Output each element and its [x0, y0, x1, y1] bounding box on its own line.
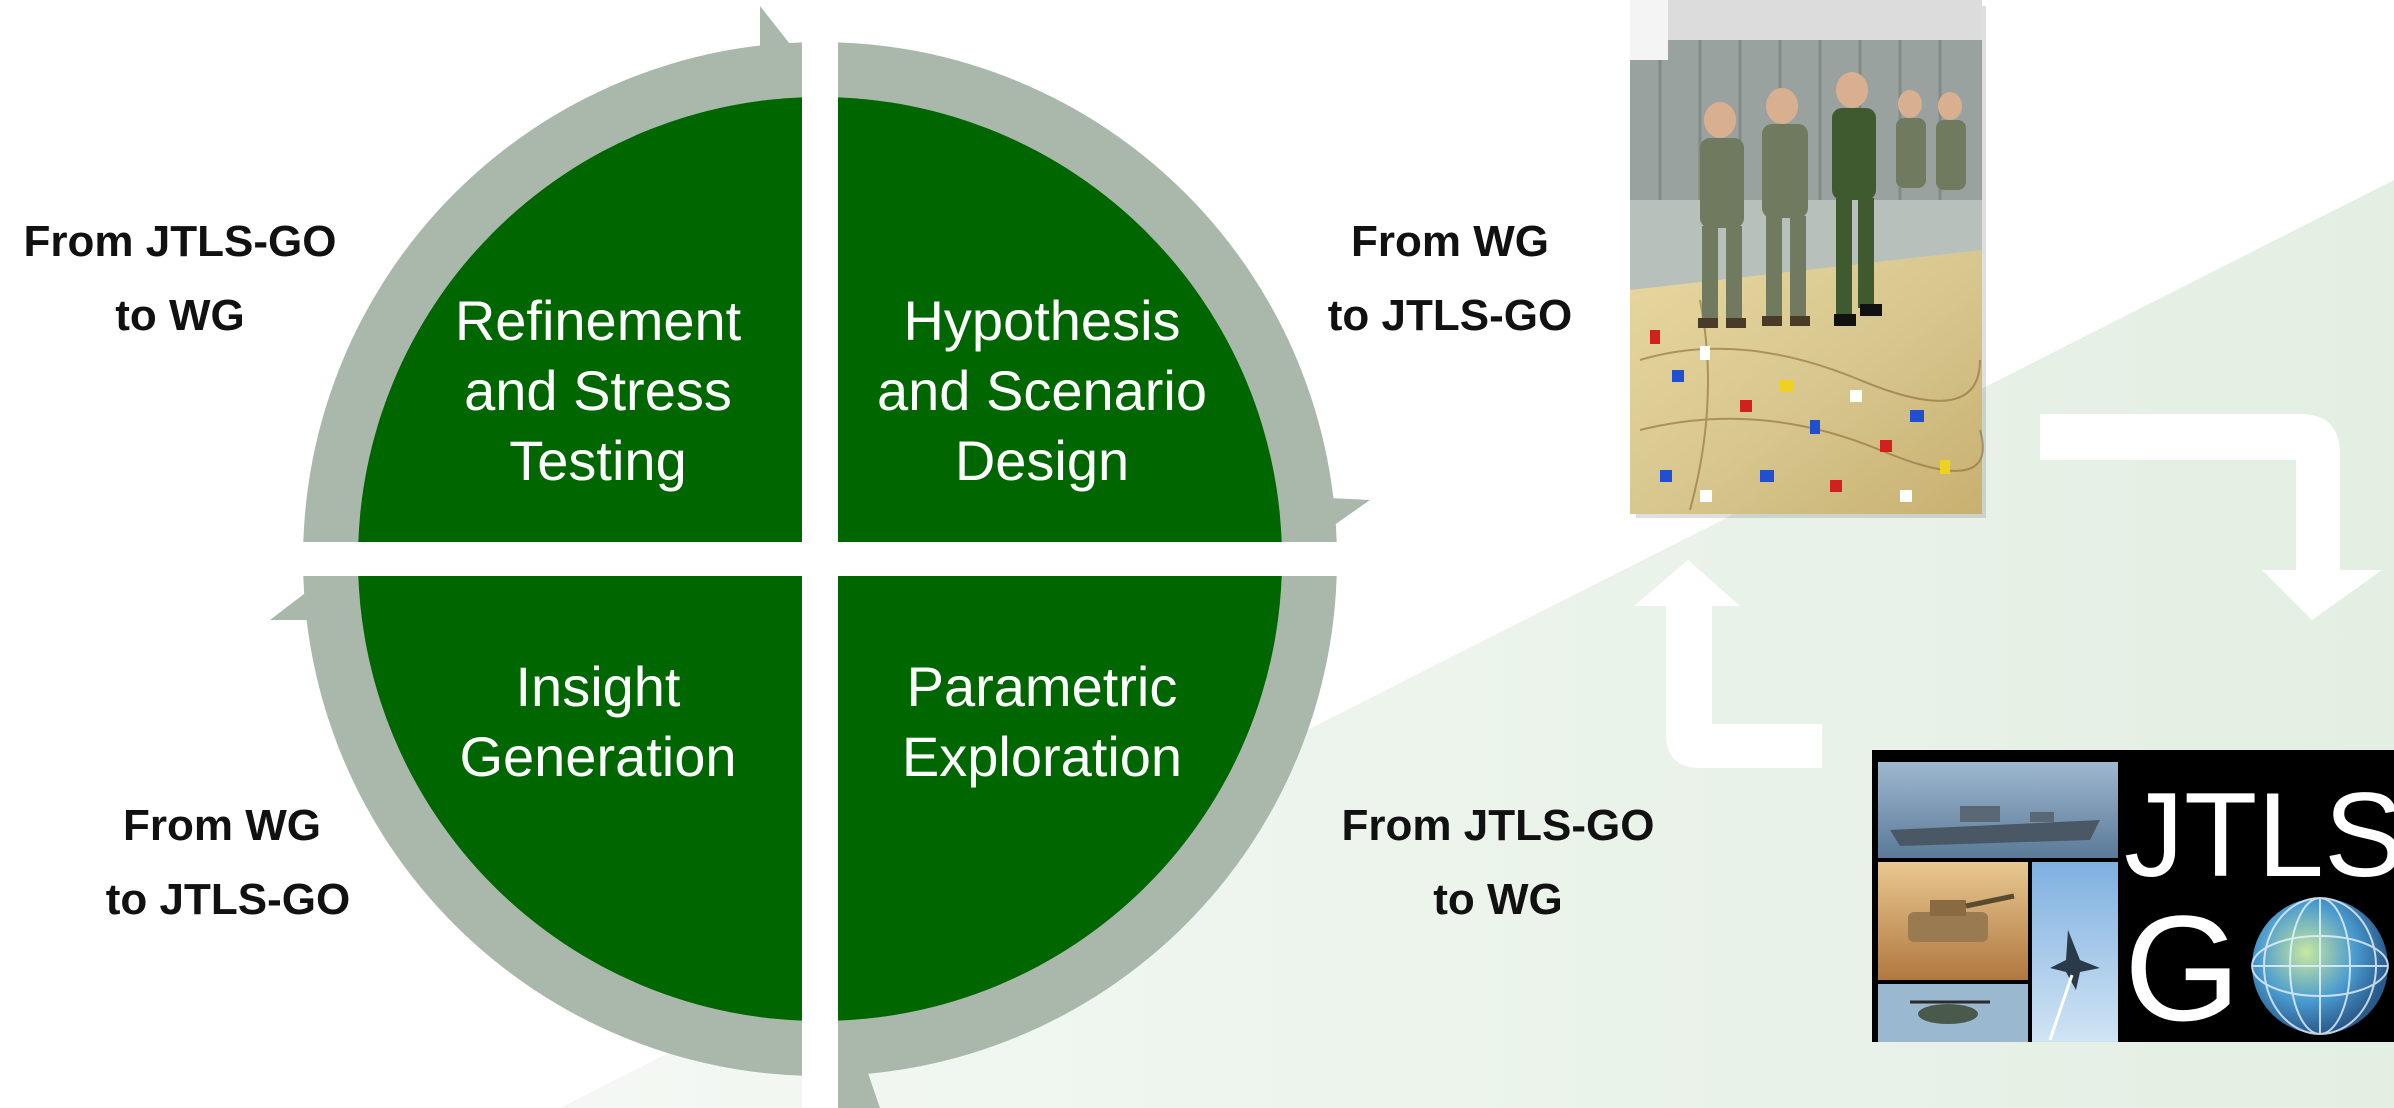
side-label-line: From WG [1351, 217, 1549, 266]
quadrant-label-line: and Scenario [877, 359, 1207, 422]
quadrant-label-line: Design [955, 429, 1129, 492]
quadrant-bottom-left [358, 576, 802, 1021]
quadrant-label-top-left: Refinement and Stress Testing [455, 289, 742, 492]
quadrant-label-line: Exploration [902, 725, 1182, 788]
side-label-line: to WG [1433, 875, 1563, 924]
side-label-line: From JTLS-GO [24, 217, 337, 266]
side-label-line: to WG [115, 291, 245, 340]
side-label-bottom-left: From WG to JTLS-GO [106, 801, 350, 924]
photo-wargame-map-exercise [1630, 0, 1986, 518]
quadrant-label-line: Testing [509, 429, 686, 492]
side-label-top-right: From WG to JTLS-GO [1328, 217, 1572, 340]
connector-arrow-up-right [1634, 560, 1822, 768]
quadrant-label-line: Generation [459, 725, 736, 788]
quadrant-top-left [358, 97, 802, 542]
side-label-line: From WG [123, 801, 321, 850]
vertical-gap [802, 0, 838, 1108]
horizontal-gap-left [250, 542, 802, 576]
quadrant-label-top-right: Hypothesis and Scenario Design [877, 289, 1207, 492]
horizontal-gap-right [838, 542, 1398, 576]
quadrant-label-line: Refinement [455, 289, 742, 352]
quadrant-label-line: Parametric [907, 655, 1178, 718]
quadrant-bottom-right [838, 576, 1282, 1021]
quadrant-label-line: Insight [516, 655, 681, 718]
side-label-line: From JTLS-GO [1342, 801, 1655, 850]
quadrant-label-line: and Stress [464, 359, 732, 422]
quadrant-top-right [838, 97, 1282, 542]
side-label-line: to JTLS-GO [1328, 291, 1572, 340]
side-label-top-left: From JTLS-GO to WG [24, 217, 337, 340]
quadrant-label-bottom-right: Parametric Exploration [902, 655, 1182, 788]
quadrant-label-bottom-left: Insight Generation [459, 655, 736, 788]
side-label-line: to JTLS-GO [106, 875, 350, 924]
connector-arrow-right-down [2040, 414, 2382, 620]
logo-text-jtls: JTLS [2124, 768, 2394, 902]
side-label-bottom-right: From JTLS-GO to WG [1342, 801, 1655, 924]
globe-icon [2251, 897, 2389, 1035]
logo-text-g: G [2124, 884, 2241, 1052]
jtls-go-logo: JTLS G [1872, 750, 2394, 1052]
quadrant-label-line: Hypothesis [903, 289, 1180, 352]
